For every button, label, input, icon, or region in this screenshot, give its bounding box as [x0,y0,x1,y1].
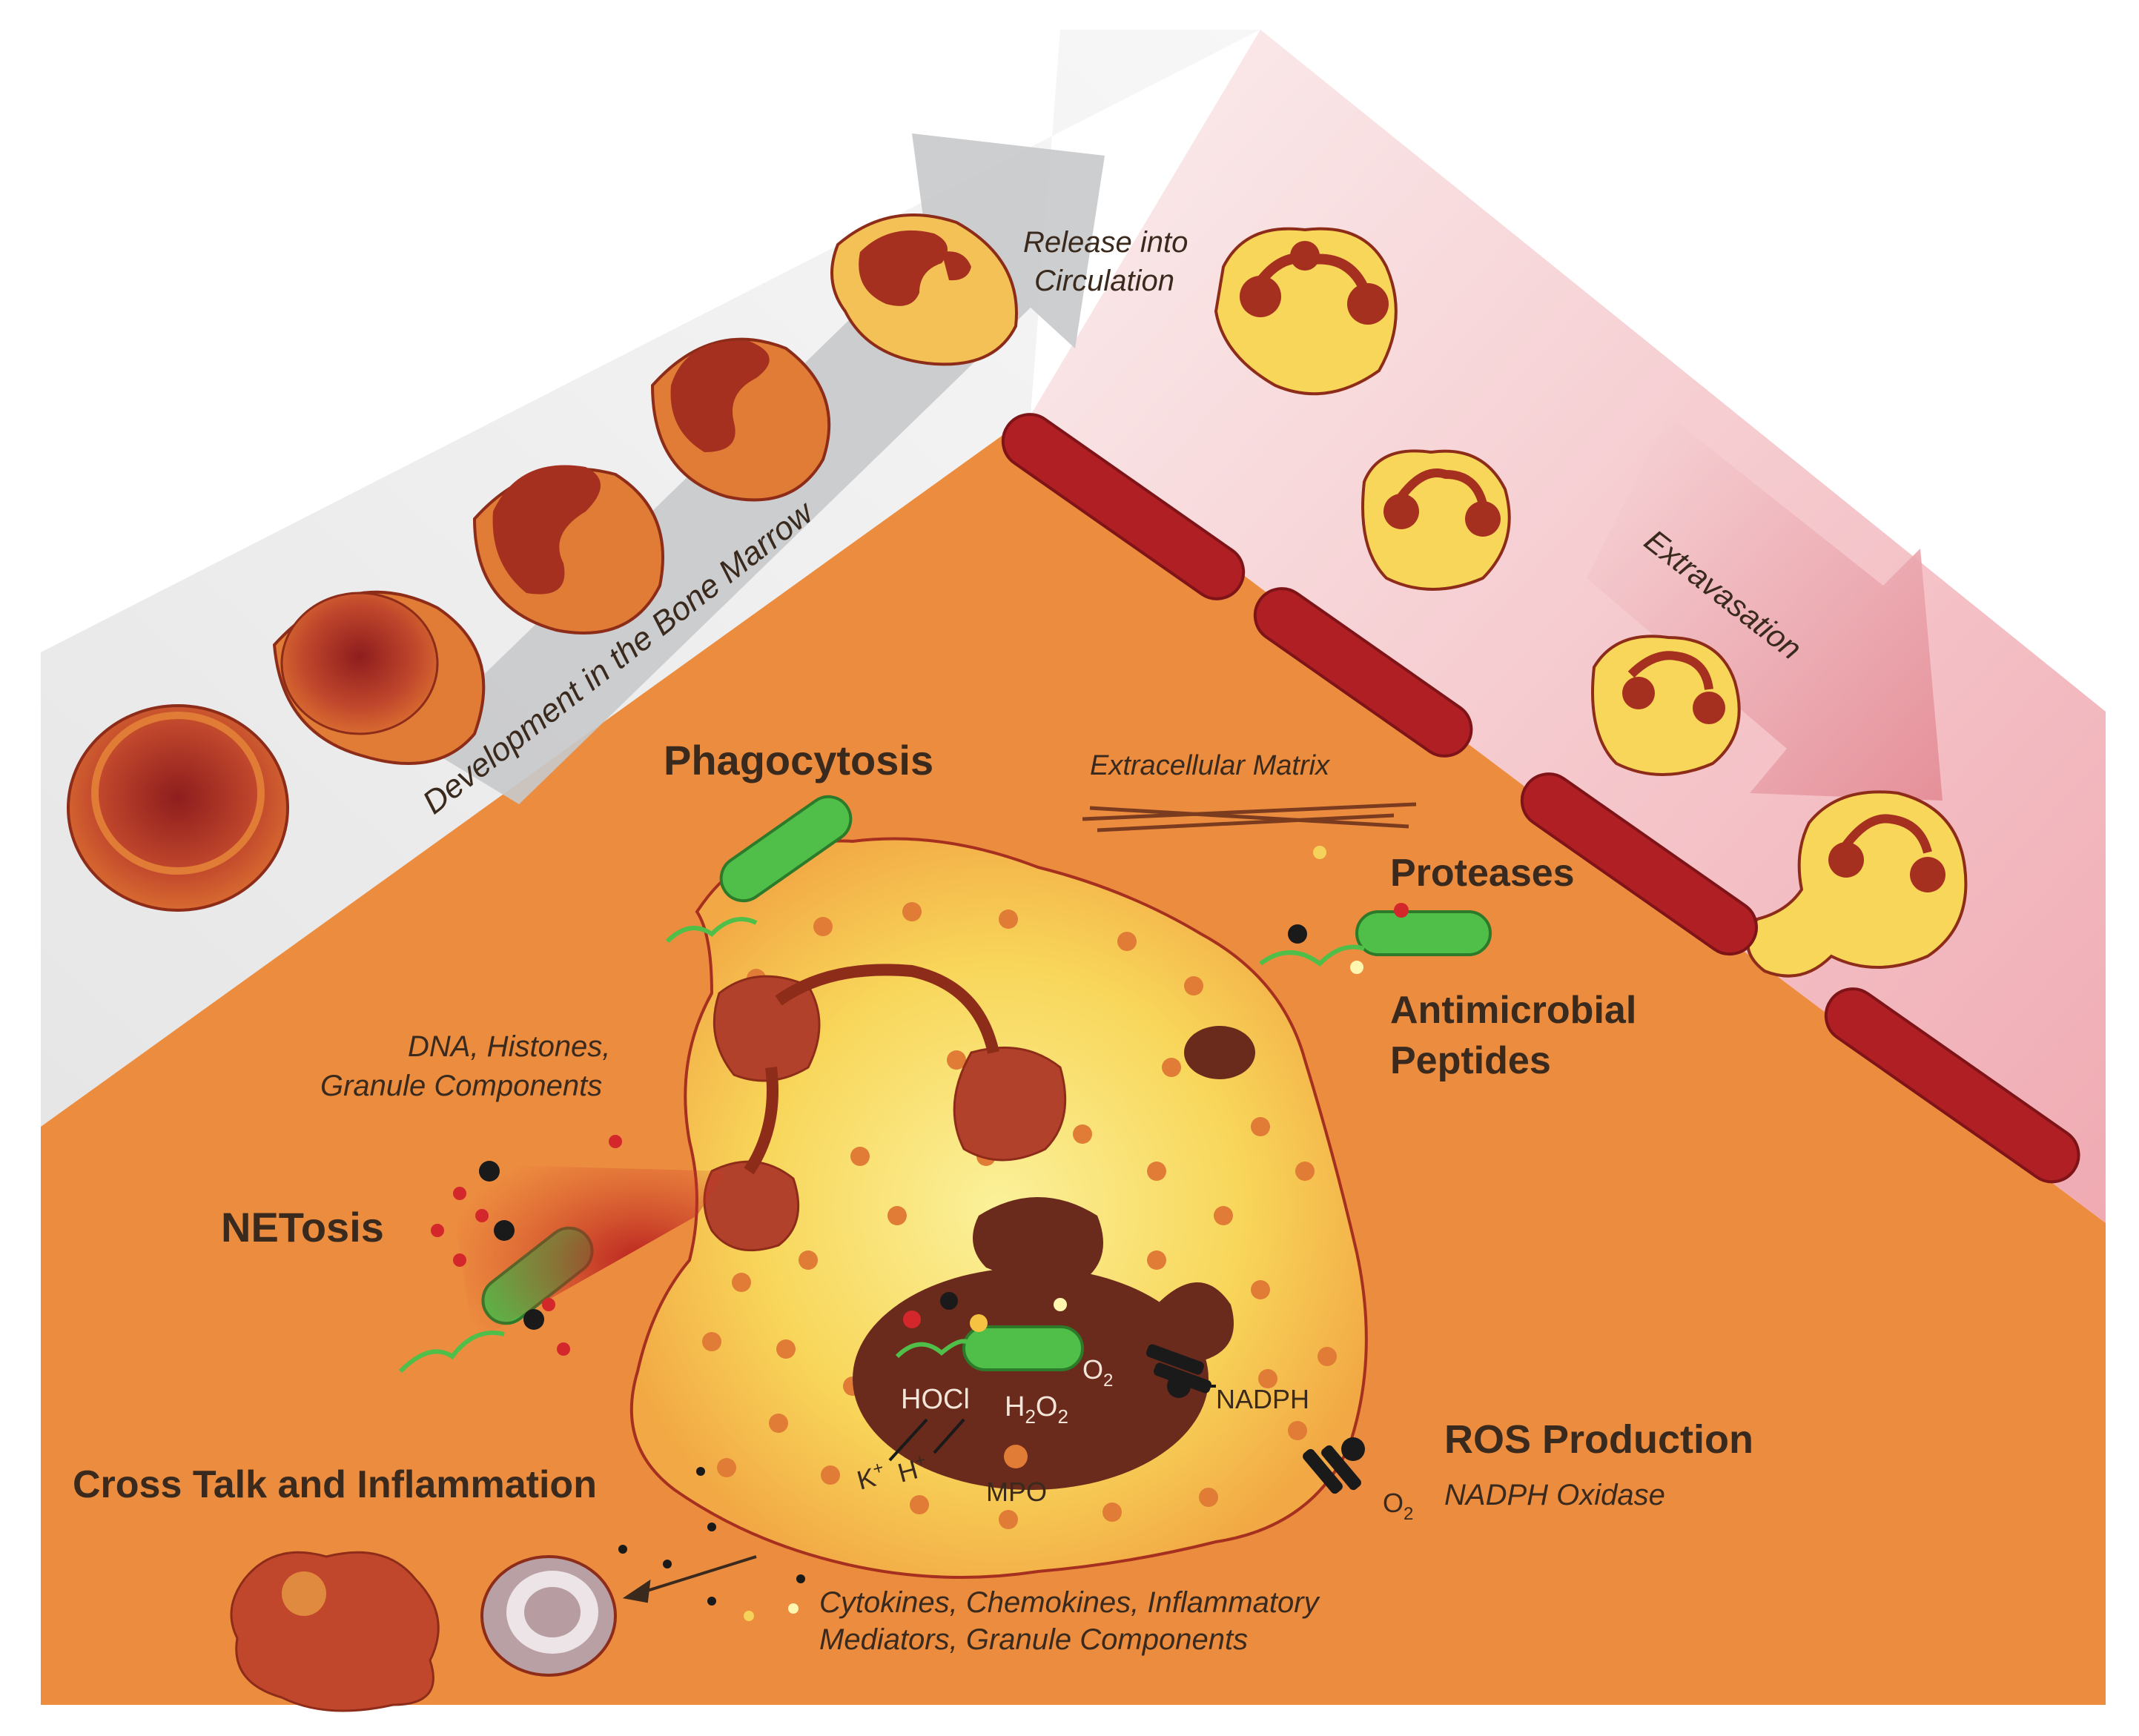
ecm-label: Extracellular Matrix [1090,750,1331,781]
mediator-particles [618,1467,805,1621]
net-release [445,1164,727,1342]
amp-label-line1: Antimicrobial [1390,989,1636,1032]
precursor-cell-3 [472,465,664,635]
ros-label: ROS Production [1444,1417,1753,1462]
protease-particles [1288,846,1409,974]
h2o2-label: H2O2 [1005,1391,1068,1428]
mediators-label-line1: Cytokines, Chemokines, Inflammatory [819,1586,1321,1619]
precursor-cell-4 [650,337,831,502]
precursor-cell-2 [272,590,486,765]
rolling-neutrophil [1361,449,1511,591]
extravasation-arrow [1587,415,1943,801]
bacterium-phagosome [895,1325,1084,1371]
bacterium-phagocytosis [665,795,853,944]
mpo-label: MPO [986,1477,1047,1507]
o2-outer-label: O2 [1383,1488,1413,1524]
ion-arrows [888,1385,1216,1462]
hocl-label: HOCl [901,1384,970,1415]
net-components-line2: Granule Components [320,1070,602,1102]
circulating-neutrophil [1214,227,1398,396]
release-label-line2: Circulation [1034,265,1174,297]
nadph-oxidase-outer [1303,1437,1365,1494]
proteases-label: Proteases [1390,852,1575,895]
phagosome-particles [903,1292,1067,1468]
cross-talk-label: Cross Talk and Inflammation [73,1463,597,1506]
degranulating-granule [1184,1026,1255,1079]
adhering-neutrophil [1591,635,1741,776]
net-particles [431,1135,622,1356]
net-components-line1: DNA, Histones, [408,1030,610,1063]
phagocytosis-label: Phagocytosis [664,737,933,783]
extravasating-neutrophil [1746,790,1968,978]
netosis-label: NETosis [221,1204,384,1250]
nadph-oxidase-label: NADPH Oxidase [1444,1479,1665,1511]
precursor-cell-5 [830,213,1018,366]
extracellular-matrix [1082,802,1417,832]
amp-label-line2: Peptides [1390,1039,1551,1082]
macrophage-cell [230,1551,440,1712]
precursor-cell-1 [67,704,289,912]
release-label-line1: Release into [1023,226,1188,259]
o2-inner-label: O2 [1082,1354,1113,1391]
nucleus [703,964,1067,1252]
nadph-label: NADPH [1216,1384,1309,1414]
phagosome [853,1197,1234,1490]
mediator-arrow [622,1555,757,1603]
blood-vessel [1001,413,2080,1184]
lymphocyte-cell [480,1555,617,1677]
mediators-label-line2: Mediators, Granule Components [819,1623,1248,1656]
bacterium-proteases [1259,910,1492,967]
